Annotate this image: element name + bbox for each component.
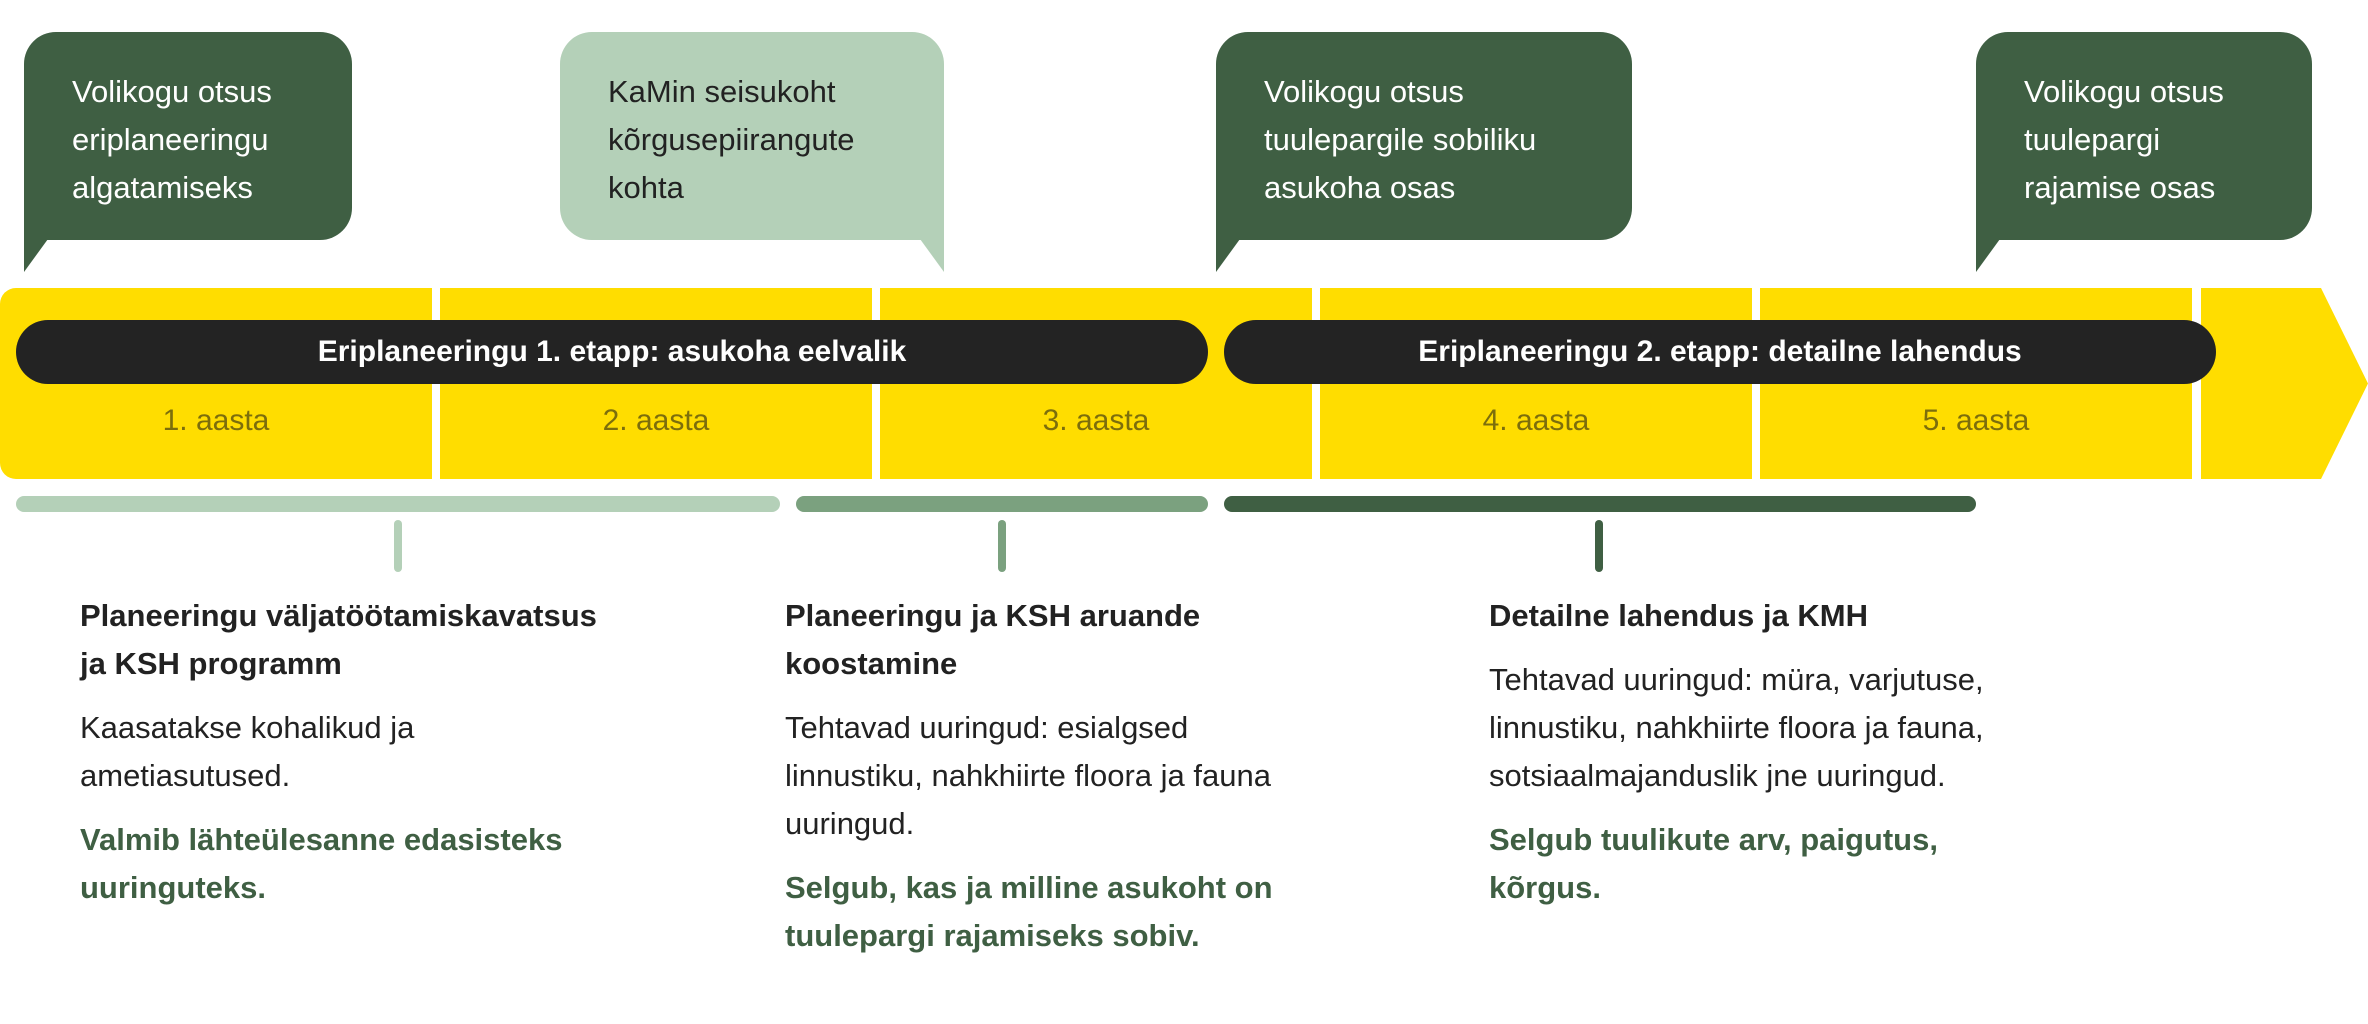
stage-heading: Planeeringu ja KSH aruande koostamine xyxy=(785,598,1201,681)
phase-label: Eriplaneeringu 1. etapp: asukoha eelvali… xyxy=(317,335,907,368)
stage-column-2: Planeeringu ja KSH aruande koostamine Te… xyxy=(785,592,1445,960)
stage-connector-2 xyxy=(998,520,1006,572)
milestone-text: Volikogu otsus tuulepargi rajamise osas xyxy=(2024,74,2224,205)
stage-column-3: Detailne lahendus ja KMH Tehtavad uuring… xyxy=(1489,592,2189,912)
milestone-bubble-3: Volikogu otsus tuulepargile sobiliku asu… xyxy=(1216,32,1632,240)
stage-body: Tehtavad uuringud: esialgsed linnustiku,… xyxy=(785,710,1271,841)
stage-column-1: Planeeringu väljatöötamiskavatsus ja KSH… xyxy=(80,592,720,912)
milestone-bubble-2: KaMin seisukoht kõrgusepiirangute kohta xyxy=(560,32,944,240)
stage-track-1 xyxy=(16,496,780,512)
year-label: 1. aasta xyxy=(162,404,270,437)
stage-body: Kaasatakse kohalikud ja ametiasutused. xyxy=(80,710,415,793)
timeline-arrow-head xyxy=(2201,288,2368,479)
stage-track-3 xyxy=(1224,496,1976,512)
bubble-tail xyxy=(1216,239,1240,272)
milestone-text: Volikogu otsus eriplaneeringu algatamise… xyxy=(72,74,272,205)
stage-connector-1 xyxy=(394,520,402,572)
stage-result: Selgub tuulikute arv, paigutus, kõrgus. xyxy=(1489,822,1938,905)
phase-label: Eriplaneeringu 2. etapp: detailne lahend… xyxy=(1418,335,2022,368)
stage-result: Selgub, kas ja milline asukoht on tuulep… xyxy=(785,870,1273,953)
year-label: 2. aasta xyxy=(602,404,710,437)
milestone-bubble-1: Volikogu otsus eriplaneeringu algatamise… xyxy=(24,32,352,240)
year-label: 4. aasta xyxy=(1482,404,1590,437)
stage-result: Valmib lähteülesanne edasisteks uuringut… xyxy=(80,822,563,905)
bubble-tail xyxy=(24,239,48,272)
milestone-bubble-4: Volikogu otsus tuulepargi rajamise osas xyxy=(1976,32,2312,240)
year-label: 5. aasta xyxy=(1922,404,2030,437)
stage-heading: Detailne lahendus ja KMH xyxy=(1489,598,1868,633)
milestone-text: KaMin seisukoht kõrgusepiirangute kohta xyxy=(608,74,855,205)
stage-connector-3 xyxy=(1595,520,1603,572)
stage-track-2 xyxy=(796,496,1208,512)
stage-heading: Planeeringu väljatöötamiskavatsus ja KSH… xyxy=(80,598,597,681)
bubble-tail xyxy=(1976,239,2000,272)
stage-body: Tehtavad uuringud: müra, varjutuse, linn… xyxy=(1489,662,1984,793)
phase-pill-2: Eriplaneeringu 2. etapp: detailne lahend… xyxy=(1224,320,2216,384)
phase-pill-1: Eriplaneeringu 1. etapp: asukoha eelvali… xyxy=(16,320,1208,384)
milestone-text: Volikogu otsus tuulepargile sobiliku asu… xyxy=(1264,74,1537,205)
year-label: 3. aasta xyxy=(1042,404,1150,437)
bubble-tail xyxy=(920,239,944,272)
